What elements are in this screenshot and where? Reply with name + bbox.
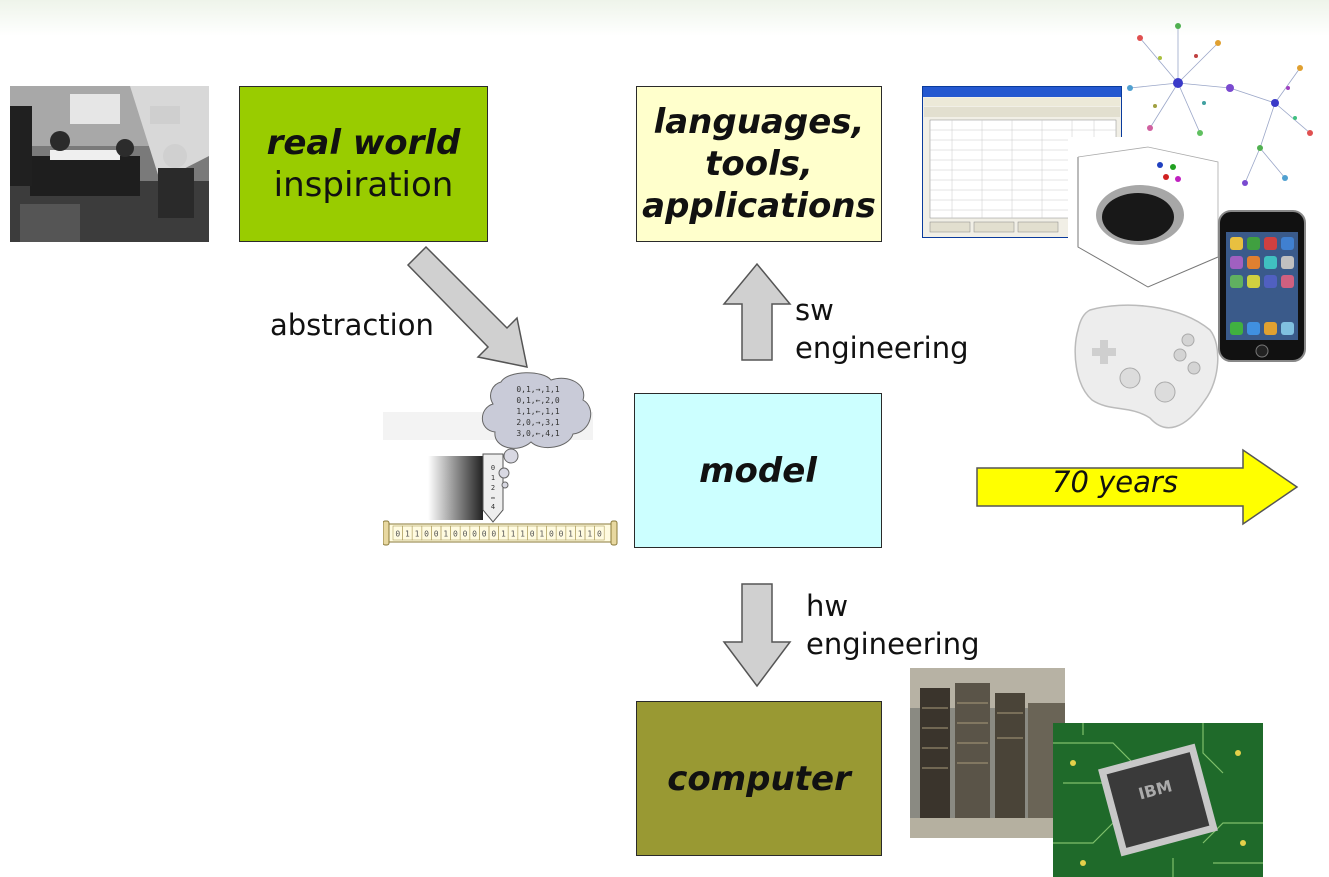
tape-cell-symbol: 1 [520,530,525,539]
tape-cell-symbol: 1 [587,530,592,539]
top-gradient-band [0,0,1329,36]
real-world-title: real world [266,123,461,163]
tape-cell [594,525,605,541]
tape-cell-symbol: 0 [530,530,535,539]
tape-cell-symbol: 0 [597,530,602,539]
svg-text:⇔: ⇔ [491,494,495,502]
svg-text:4: 4 [491,503,495,511]
sw-engineering-arrow [722,262,792,361]
sw-engineering-label: engineering [795,331,969,365]
tape-cell-symbol: 0 [463,530,468,539]
tape-cell-symbol: 0 [434,530,439,539]
svg-text:0: 0 [491,464,495,472]
tape-cell-symbol: 1 [568,530,573,539]
hw-engineering-label: engineering [806,627,980,661]
office-photo [10,86,209,242]
cloud-rule-1: 0,1,→,1,1 [516,385,560,394]
game-controller-image [1074,304,1219,429]
cloud-rule-5: 3,0,←,4,1 [516,429,560,438]
tape-cell-symbol: 1 [511,530,516,539]
computer-box: computer [636,701,882,856]
computer-label: computer [667,758,851,799]
tape-cell-symbol: 1 [443,530,448,539]
time-arrow [976,448,1299,526]
mainframe-photo [910,668,1065,838]
tape-cell-symbol: 0 [472,530,477,539]
network-graph-image [1127,23,1313,186]
model-box: model [634,393,882,548]
smartphone-image [1218,210,1306,362]
ibm-chip-photo: IBM [1053,723,1263,877]
svg-text:1: 1 [491,474,495,482]
real-world-inspiration-box: real world inspiration [239,86,488,242]
tape-cell-symbol: 0 [482,530,487,539]
seventy-years-label: 70 years [1052,465,1178,499]
inspiration-label: inspiration [273,165,454,205]
tape-cell-symbol: 1 [578,530,583,539]
tools-label: tools, [705,144,813,184]
tape-cell-symbol: 0 [453,530,458,539]
cloud-rule-2: 0,1,←,2,0 [516,396,560,405]
tape-cell-symbol: 1 [539,530,544,539]
hw-label: hw [806,589,849,623]
tape-cell-symbol: 0 [491,530,496,539]
tape-cell-symbol: 1 [501,530,506,539]
tape-cell-symbol: 0 [559,530,564,539]
scatter-plot-image [1068,137,1228,295]
applications-label: applications [642,186,876,226]
svg-text:2: 2 [491,484,495,492]
tape-cell-symbol: 0 [549,530,554,539]
languages-tools-applications-box: languages, tools, applications [636,86,882,242]
turing-machine-illustration: 0 1 2 ⇔ 4 0,1,→,1,1 0,1,←,2,0 1,1,←,1,1 … [383,372,618,546]
cloud-rule-4: 2,0,→,3,1 [516,418,560,427]
tape-cell-symbol: 0 [424,530,429,539]
languages-label: languages, [653,102,865,142]
tape-cell-symbol: 0 [395,530,400,539]
hw-engineering-arrow [722,583,792,688]
model-label: model [699,450,817,491]
abstraction-label: abstraction [270,308,434,342]
cloud-rule-3: 1,1,←,1,1 [516,407,560,416]
tape-cell-symbol: 1 [415,530,420,539]
sw-label: sw [795,293,834,327]
tape-cell-symbol: 1 [405,530,410,539]
abstraction-arrow [406,245,528,368]
